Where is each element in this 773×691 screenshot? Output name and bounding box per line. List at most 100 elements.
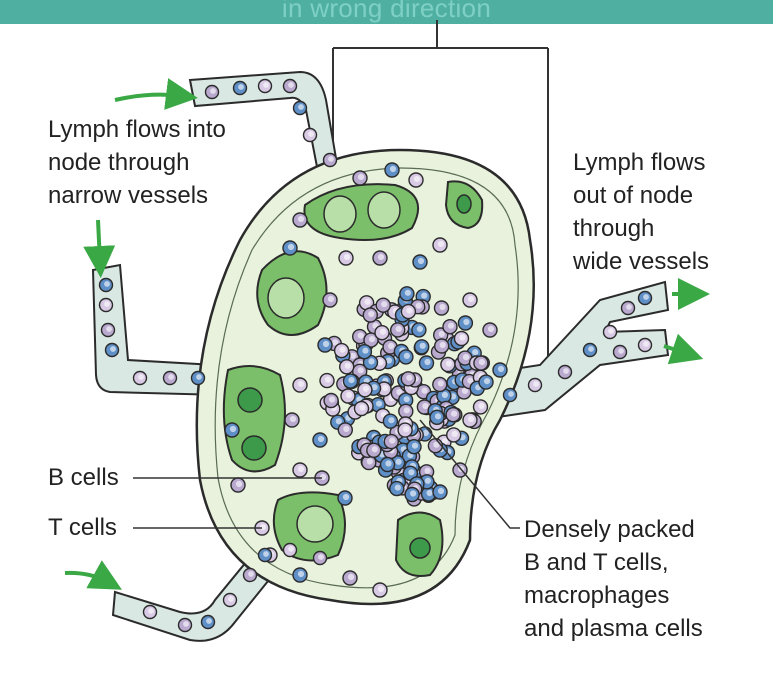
cell-nucleus <box>422 429 429 436</box>
cell-nucleus <box>377 585 385 593</box>
cell-nucleus <box>487 325 495 333</box>
cell-nucleus <box>368 336 376 343</box>
cell-nucleus <box>297 465 305 473</box>
cell-nucleus <box>319 473 327 481</box>
pointer-lines <box>133 419 520 529</box>
germinal-center <box>296 505 334 543</box>
cell-nucleus <box>317 435 325 443</box>
cell-nucleus <box>394 484 401 491</box>
cell-nucleus <box>322 340 330 348</box>
cell-nucleus <box>467 415 475 423</box>
cell-nucleus <box>421 387 428 394</box>
cell-nucleus <box>406 374 413 381</box>
cell-nucleus <box>364 298 371 305</box>
cell-nucleus <box>643 294 649 300</box>
cell-nucleus <box>408 469 415 476</box>
cell-nucleus <box>248 571 254 577</box>
cell-nucleus <box>437 487 445 495</box>
cell-nucleus <box>588 346 594 352</box>
cell-nucleus <box>417 257 425 265</box>
cell-nucleus <box>451 410 458 417</box>
cell-nucleus <box>357 332 364 339</box>
cell-nucleus <box>104 281 110 287</box>
cell-nucleus <box>298 104 304 110</box>
cell-nucleus <box>339 346 346 353</box>
cell-nucleus <box>342 493 350 501</box>
cell-nucleus <box>148 608 154 614</box>
cell-nucleus <box>138 374 144 380</box>
cell-nucleus <box>106 326 112 332</box>
label-t-cells: T cells <box>48 514 117 541</box>
cell-nucleus <box>371 384 378 391</box>
cell-nucleus <box>196 374 202 380</box>
cell-nucleus <box>343 253 351 261</box>
label-lymph-in: Lymph flows into node through narrow ves… <box>48 116 226 209</box>
cell-nucleus <box>441 391 448 398</box>
cell-nucleus <box>308 131 314 137</box>
cell-nucleus <box>424 467 431 474</box>
cell-nucleus <box>344 362 351 369</box>
cell-nucleus <box>210 88 216 94</box>
cell-nucleus <box>419 342 426 349</box>
cell-nucleus <box>439 341 446 349</box>
cell-nucleus <box>437 380 444 387</box>
germinal-center <box>367 191 401 229</box>
flow-arrows <box>64 78 710 590</box>
cell-nucleus <box>483 378 491 385</box>
top-banner: in wrong direction <box>0 0 773 24</box>
cell-nucleus <box>643 341 649 347</box>
cell-nucleus <box>403 396 410 403</box>
cell-nucleus <box>413 175 421 183</box>
germinal-center <box>409 537 431 559</box>
cell-nucleus <box>395 458 402 465</box>
cell-nucleus <box>463 318 470 326</box>
cell-nucleus <box>377 253 385 261</box>
cell-nucleus <box>335 418 342 425</box>
cell-nucleus <box>228 596 234 602</box>
cell-nucleus <box>238 84 244 90</box>
cell-nucleus <box>450 393 457 400</box>
cell-nucleus <box>104 301 110 307</box>
cell-nucleus <box>385 357 392 364</box>
cell-nucleus <box>563 368 569 374</box>
cell-nucleus <box>328 156 334 162</box>
cell-nucleus <box>382 384 389 392</box>
cell-nucleus <box>362 385 369 392</box>
cell-nucleus <box>297 215 305 223</box>
cell-nucleus <box>447 322 455 329</box>
cell-nucleus <box>206 618 212 624</box>
label-b-cells: B cells <box>48 464 119 491</box>
arrow-in-bottom <box>64 560 122 590</box>
cell-nucleus <box>324 376 332 383</box>
cell-nucleus <box>288 546 294 552</box>
cell-nucleus <box>343 425 350 432</box>
cell-nucleus <box>229 425 237 433</box>
cell-nucleus <box>472 349 479 356</box>
cell-nucleus <box>329 396 336 403</box>
germinal-center <box>456 194 472 214</box>
cell-nucleus <box>618 348 624 354</box>
arrow-in-top <box>114 78 198 110</box>
cell-nucleus <box>424 477 431 484</box>
cell-nucleus <box>381 301 388 308</box>
cell-nucleus <box>608 328 614 334</box>
cell-nucleus <box>404 289 411 296</box>
cell-nucleus <box>478 359 485 366</box>
cell-nucleus <box>318 554 324 560</box>
cell-nucleus <box>263 82 269 88</box>
label-lymph-out: Lymph flows out of node through wide ves… <box>573 149 710 275</box>
cell-nucleus <box>445 360 452 367</box>
cell-cluster <box>98 78 653 633</box>
cell-nucleus <box>467 377 474 384</box>
cell-nucleus <box>289 415 297 423</box>
cell-nucleus <box>459 334 466 341</box>
cell-nucleus <box>433 441 440 448</box>
cell-nucleus <box>626 304 632 310</box>
cell-nucleus <box>467 295 475 303</box>
cell-nucleus <box>366 458 373 465</box>
cell-nucleus <box>403 426 410 433</box>
cell-nucleus <box>235 480 243 488</box>
banner-text: in wrong direction <box>281 0 492 23</box>
cell-nucleus <box>396 388 403 396</box>
